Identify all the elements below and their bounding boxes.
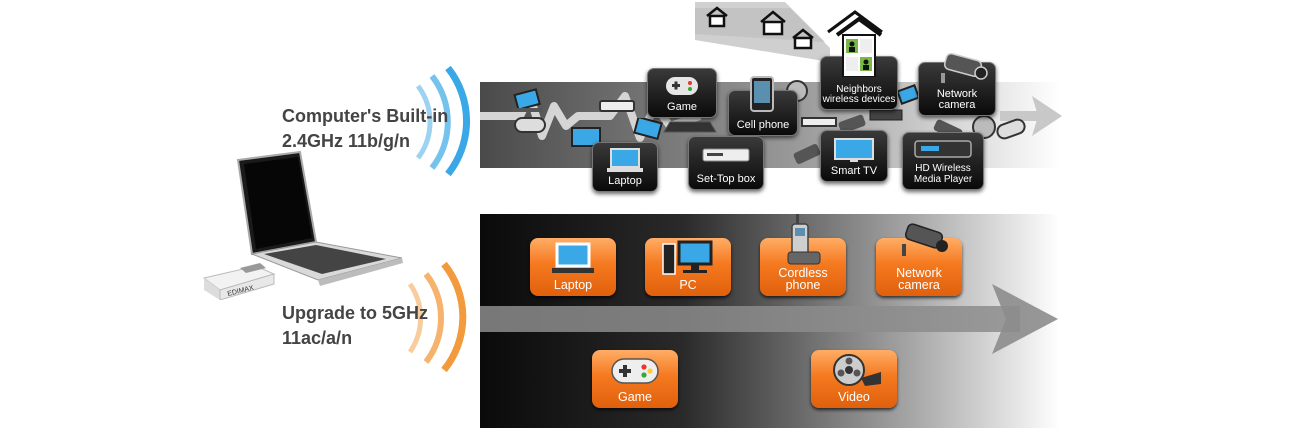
- legacy-neighbors-label-line2: wireless devices: [822, 94, 896, 105]
- small-camera-icon: [793, 144, 821, 164]
- legacy-set-top-box-tile: Set-Top box: [688, 136, 764, 190]
- legacy-set-top-box-label: Set-Top box: [696, 173, 756, 185]
- upgrade-band-label: Upgrade to 5GHz 11ac/a/n: [282, 301, 428, 351]
- cell-phone-icon: [750, 76, 774, 112]
- legacy-laptop-label: Laptop: [608, 175, 642, 187]
- house-icon: [760, 10, 786, 36]
- small-monitor-icon: [571, 127, 601, 147]
- cordless-phone-icon: [787, 214, 821, 265]
- upgrade-network-camera-tile: Network camera: [876, 223, 962, 296]
- neighbors-house-icon: [835, 17, 883, 77]
- small-settop-icon-3: [869, 109, 903, 121]
- upgrade-video-tile: Video: [811, 350, 897, 408]
- upgrade-laptop-label: Laptop: [553, 278, 593, 292]
- legacy-neighbors-label-line1: Neighbors: [836, 84, 882, 95]
- legacy-band-label-line1: Computer's Built-in: [282, 106, 449, 126]
- upgrade-band-label-line2: 11ac/a/n: [282, 328, 353, 348]
- network-camera-icon: [941, 52, 988, 83]
- small-laptop-icon-2: [633, 118, 663, 141]
- legacy-network-camera-label-line1: Network: [936, 88, 978, 100]
- smart-tv-icon: [834, 138, 874, 162]
- upgrade-game-label: Game: [617, 390, 653, 404]
- upgrade-cordless-phone-label: Cordless phone: [760, 266, 846, 292]
- house-icon: [827, 10, 883, 34]
- upgrade-network-camera-label: Network camera: [876, 266, 962, 292]
- legacy-band-label: Computer's Built-in 2.4GHz 11b/g/n: [282, 104, 448, 154]
- legacy-media-player-label: HD Wireless Media Player: [903, 163, 983, 185]
- film-reel-icon: [833, 354, 881, 386]
- small-gamepad-icon-2: [996, 118, 1026, 140]
- legacy-smart-tv-tile: Smart TV: [820, 130, 888, 182]
- laptop-icon: [607, 148, 643, 172]
- laptop-with-usb-adapter: EDIMAX: [202, 150, 403, 300]
- legacy-game-tile: Game: [647, 68, 717, 118]
- small-settop-icon-2: [801, 117, 837, 127]
- small-settop-icon: [599, 100, 635, 112]
- upgrade-pc-tile: PC: [645, 238, 731, 296]
- network-camera-icon: [902, 223, 948, 256]
- neighbors-houses-banner: [695, 2, 883, 62]
- legacy-band-label-line2: 2.4GHz 11b/g/n: [282, 131, 411, 151]
- small-router-icon: [663, 121, 717, 133]
- legacy-media-player-tile: HD Wireless Media Player: [902, 132, 984, 190]
- legacy-laptop-tile: Laptop: [592, 142, 658, 192]
- legacy-media-player-label-line1: HD Wireless: [915, 163, 971, 174]
- house-icon: [792, 28, 814, 50]
- legacy-network-camera-tile: Network camera: [918, 52, 996, 116]
- legacy-smart-tv-label: Smart TV: [830, 165, 878, 177]
- set-top-box-icon: [702, 148, 750, 162]
- legacy-network-camera-label: Network camera: [919, 89, 995, 111]
- upgrade-band-label-line1: Upgrade to 5GHz: [282, 303, 429, 323]
- legacy-media-player-label-line2: Media Player: [913, 174, 973, 185]
- small-camera-icon-2: [838, 114, 866, 134]
- upgrade-cordless-phone-tile: Cordless phone: [760, 214, 846, 296]
- house-icon: [706, 6, 728, 28]
- laptop-icon: [552, 242, 594, 273]
- legacy-neighbors-tile: Neighbors wireless devices: [820, 17, 898, 110]
- upgrade-cordless-phone-label-line2: phone: [785, 278, 821, 292]
- upgrade-pc-label: PC: [679, 278, 697, 292]
- legacy-neighbors-label: Neighbors wireless devices: [821, 85, 897, 105]
- legacy-cell-phone-tile: Cell phone: [728, 76, 798, 136]
- small-gamepad-icon: [514, 117, 546, 133]
- small-laptop-icon-3: [896, 84, 921, 105]
- pc-icon: [662, 240, 713, 275]
- wifi-blue-waves: [415, 66, 470, 176]
- upgrade-laptop-tile: Laptop: [530, 238, 616, 296]
- small-laptop-icon: [512, 88, 542, 112]
- gamepad-icon: [611, 358, 659, 384]
- upgrade-signal-arrow-head: [992, 284, 1058, 354]
- legacy-network-camera-label-line2: camera: [938, 99, 976, 111]
- upgrade-cordless-phone-label-line1: Cordless: [778, 266, 828, 280]
- legacy-game-label: Game: [667, 101, 697, 113]
- gamepad-icon: [666, 77, 698, 95]
- laptop-icon: [236, 150, 403, 286]
- upgrade-game-tile: Game: [592, 350, 678, 408]
- upgrade-network-camera-label-line2: camera: [898, 278, 940, 292]
- upgrade-video-label: Video: [838, 390, 870, 404]
- upgrade-network-camera-label-line1: Network: [896, 266, 942, 280]
- usb-adapter-icon: [202, 263, 276, 300]
- wifi-orange-waves: [407, 262, 467, 372]
- media-player-icon: [914, 140, 972, 158]
- legacy-cell-phone-label: Cell phone: [736, 119, 790, 131]
- upgrade-signal-arrow-shaft: [480, 306, 1020, 332]
